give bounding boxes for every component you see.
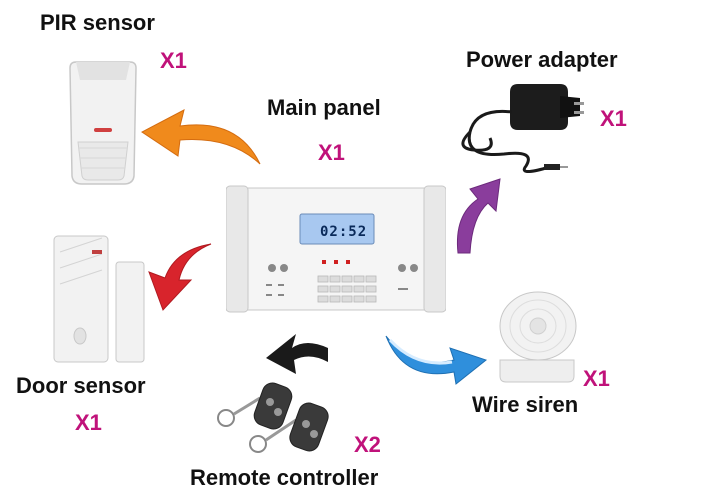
pir-sensor-qty: X1	[160, 48, 187, 73]
main-panel-qty: X1	[318, 140, 345, 165]
black-arrow	[262, 318, 332, 376]
orange-arrow	[138, 100, 263, 170]
door-sensor-qty: X1	[75, 410, 102, 435]
power-adapter-image	[456, 78, 586, 178]
door-sensor-image	[50, 232, 150, 366]
purple-arrow	[452, 175, 504, 257]
wire-siren-label: Wire siren	[472, 392, 579, 417]
remote-controller-qty: X2	[354, 432, 381, 457]
pir-sensor-label: PIR sensor	[40, 10, 155, 35]
wire-siren-qty: X1	[583, 366, 610, 391]
main-panel-device: 02:52	[226, 184, 446, 314]
lcd-time-display: 02:52	[320, 224, 368, 240]
remote-controller-label: Remote controller	[190, 465, 379, 490]
main-panel-label: Main panel	[267, 95, 381, 120]
pir-sensor-image	[68, 58, 138, 186]
blue-arrow	[382, 330, 492, 390]
power-adapter-qty: X1	[600, 106, 627, 131]
red-arrow	[145, 240, 215, 314]
power-adapter-label: Power adapter	[466, 47, 618, 72]
door-sensor-label: Door sensor	[16, 373, 146, 398]
wire-siren-image	[494, 288, 580, 384]
remote-controllers-image	[212, 378, 352, 464]
